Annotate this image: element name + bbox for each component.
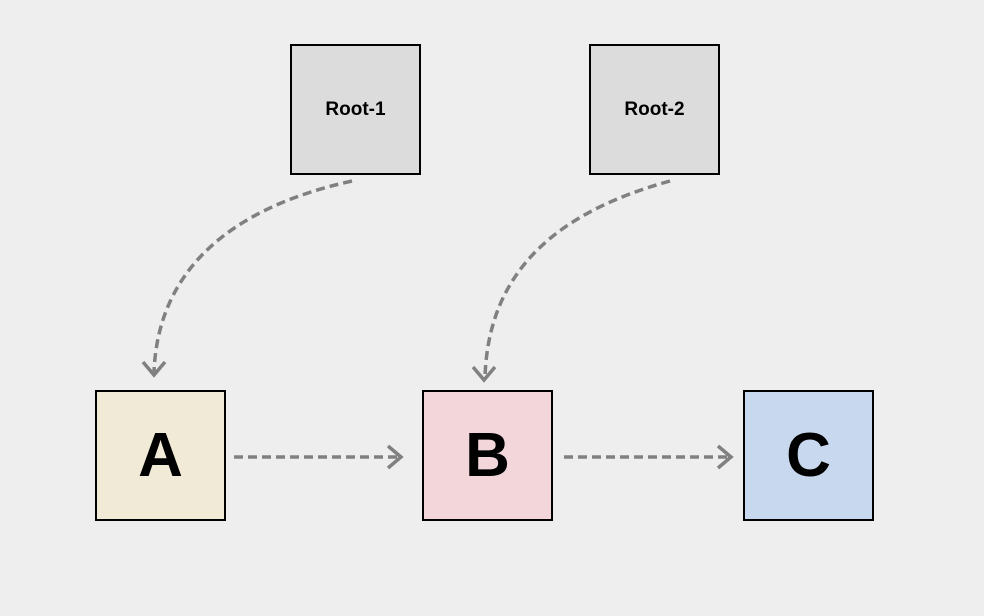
node-root-2: Root-2 <box>589 44 720 175</box>
node-b: B <box>422 390 553 521</box>
arrowhead-a-to-b <box>386 444 404 470</box>
arrowhead-root-1-to-a <box>141 360 167 378</box>
arrowhead-b-to-c <box>716 444 734 470</box>
node-a: A <box>95 390 226 521</box>
node-root-1: Root-1 <box>290 44 421 175</box>
arrowhead-root-2-to-b <box>471 365 497 383</box>
node-c: C <box>743 390 874 521</box>
edge-root-2-to-b <box>483 179 671 379</box>
edge-root-1-to-a <box>152 179 353 373</box>
